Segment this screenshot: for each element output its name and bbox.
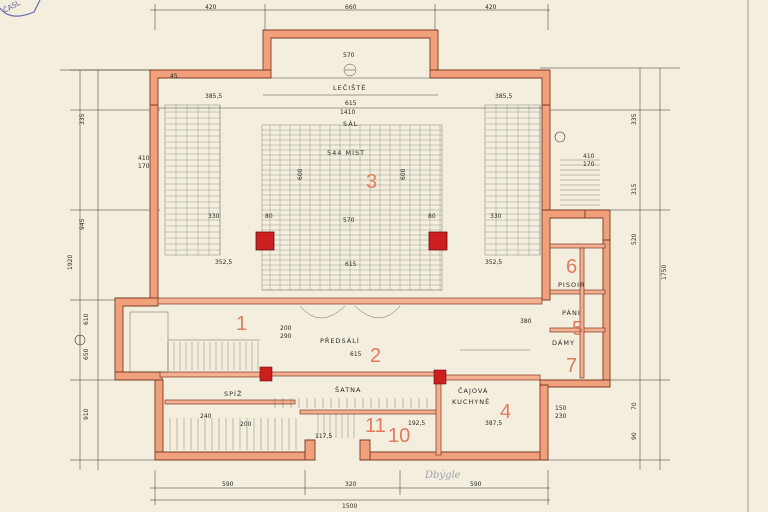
svg-text:600: 600 [297, 168, 304, 180]
section-marker-right [554, 131, 566, 143]
svg-text:170: 170 [583, 161, 595, 168]
column-left [255, 231, 275, 251]
column-lobby-right [433, 369, 447, 385]
top-dim-left: 420 [205, 4, 217, 11]
left-dim-3: 1920 [67, 255, 74, 270]
room-number-5: 5 [572, 318, 583, 340]
predsali-dim: 615 [350, 351, 362, 358]
svg-text:570: 570 [343, 217, 355, 224]
room-number-1: 1 [236, 313, 247, 335]
svg-text:45: 45 [170, 73, 178, 80]
seat-rows [165, 105, 541, 291]
right-stairs [560, 159, 600, 206]
left-dim-6: 910 [83, 408, 90, 420]
bottom-dim-mid: 320 [345, 481, 357, 488]
room-label-satna: ŠATNA [335, 385, 361, 394]
svg-text:150: 150 [555, 405, 567, 412]
room-number-11: 11 [365, 415, 386, 437]
room-number-3: 3 [366, 171, 377, 193]
right-dim-4: 1750 [661, 265, 668, 280]
signature: Dbýgle [424, 470, 461, 481]
top-dim-right: 420 [485, 4, 497, 11]
svg-text:290: 290 [280, 333, 292, 340]
right-dim-5: 70 [631, 402, 638, 410]
section-marker-left [74, 334, 86, 346]
bottom-stairs [169, 414, 355, 450]
interior-dimensions: 570 385,5 385,5 410 170 410 170 600 600 … [138, 52, 595, 440]
svg-text:380: 380 [520, 318, 532, 325]
svg-text:80: 80 [428, 213, 436, 220]
stage [158, 63, 542, 109]
top-dim-mid: 660 [345, 4, 357, 11]
left-dim-4: 610 [83, 313, 90, 325]
right-dim-3: 520 [631, 233, 638, 245]
svg-text:385,5: 385,5 [495, 93, 512, 100]
svg-text:192,5: 192,5 [408, 420, 425, 427]
lobby-stairs [167, 342, 259, 370]
right-dim-2: 315 [631, 183, 638, 195]
svg-text:330: 330 [208, 213, 220, 220]
bottom-dim-right: 590 [470, 481, 482, 488]
bottom-dim-left: 590 [222, 481, 234, 488]
svg-text:80: 80 [265, 213, 273, 220]
svg-text:352,5: 352,5 [215, 259, 232, 266]
lecturna-dim: 615 [345, 100, 357, 107]
left-dim-1: 335 [79, 113, 86, 125]
room-label-pisoir: PISOIR [558, 281, 586, 289]
room-label-predsali: PŘEDSÁLÍ [320, 336, 360, 345]
cloakroom-marks [274, 398, 428, 408]
svg-text:330: 330 [490, 213, 502, 220]
svg-text:410: 410 [138, 155, 150, 162]
column-right [428, 231, 448, 251]
svg-text:170: 170 [138, 163, 150, 170]
room-label-cajovna-1: ČAJOVÁ [458, 386, 488, 395]
svg-text:410: 410 [583, 153, 595, 160]
svg-text:240: 240 [200, 413, 212, 420]
column-lobby-left [259, 366, 273, 382]
room-number-4: 4 [500, 401, 511, 423]
room-number-7: 7 [566, 355, 577, 377]
svg-text:352,5: 352,5 [485, 259, 502, 266]
svg-text:600: 600 [400, 168, 407, 180]
svg-text:117,5: 117,5 [315, 433, 332, 440]
left-dim-2: 945 [79, 218, 86, 230]
room-label-lecturna: LEČIŠTĚ [333, 83, 366, 92]
room-label-sal: SÁL [343, 119, 358, 128]
svg-text:570: 570 [343, 52, 355, 59]
right-dim-1: 335 [631, 113, 638, 125]
svg-text:200: 200 [280, 325, 292, 332]
bottom-dimension-chain [150, 470, 550, 505]
svg-text:387,5: 387,5 [485, 420, 502, 427]
svg-text:230: 230 [555, 413, 567, 420]
svg-text:615: 615 [345, 261, 357, 268]
hall-width-dim: 1410 [340, 109, 355, 116]
hall-capacity: 544 MÍST [327, 148, 365, 157]
room-label-spiz: SPÍŽ [224, 389, 242, 398]
room-number-2: 2 [370, 345, 381, 367]
room-number-10: 10 [388, 425, 410, 447]
exterior-walls [114, 29, 611, 461]
room-number-6: 6 [566, 256, 577, 278]
room-label-damy: DÁMY [552, 338, 575, 347]
svg-text:200: 200 [240, 421, 252, 428]
svg-text:385,5: 385,5 [205, 93, 222, 100]
bottom-dim-total: 1500 [342, 503, 357, 510]
left-dim-5: 650 [83, 348, 90, 360]
right-dim-6: 90 [631, 432, 638, 440]
interior-walls [157, 243, 606, 456]
lobby-details [129, 305, 530, 373]
room-label-pani: PÁNI [562, 308, 581, 317]
room-numbers: 1 2 3 4 5 6 7 10 11 [236, 171, 583, 447]
room-label-cajovna-2: KUCHYNĚ [452, 397, 490, 406]
